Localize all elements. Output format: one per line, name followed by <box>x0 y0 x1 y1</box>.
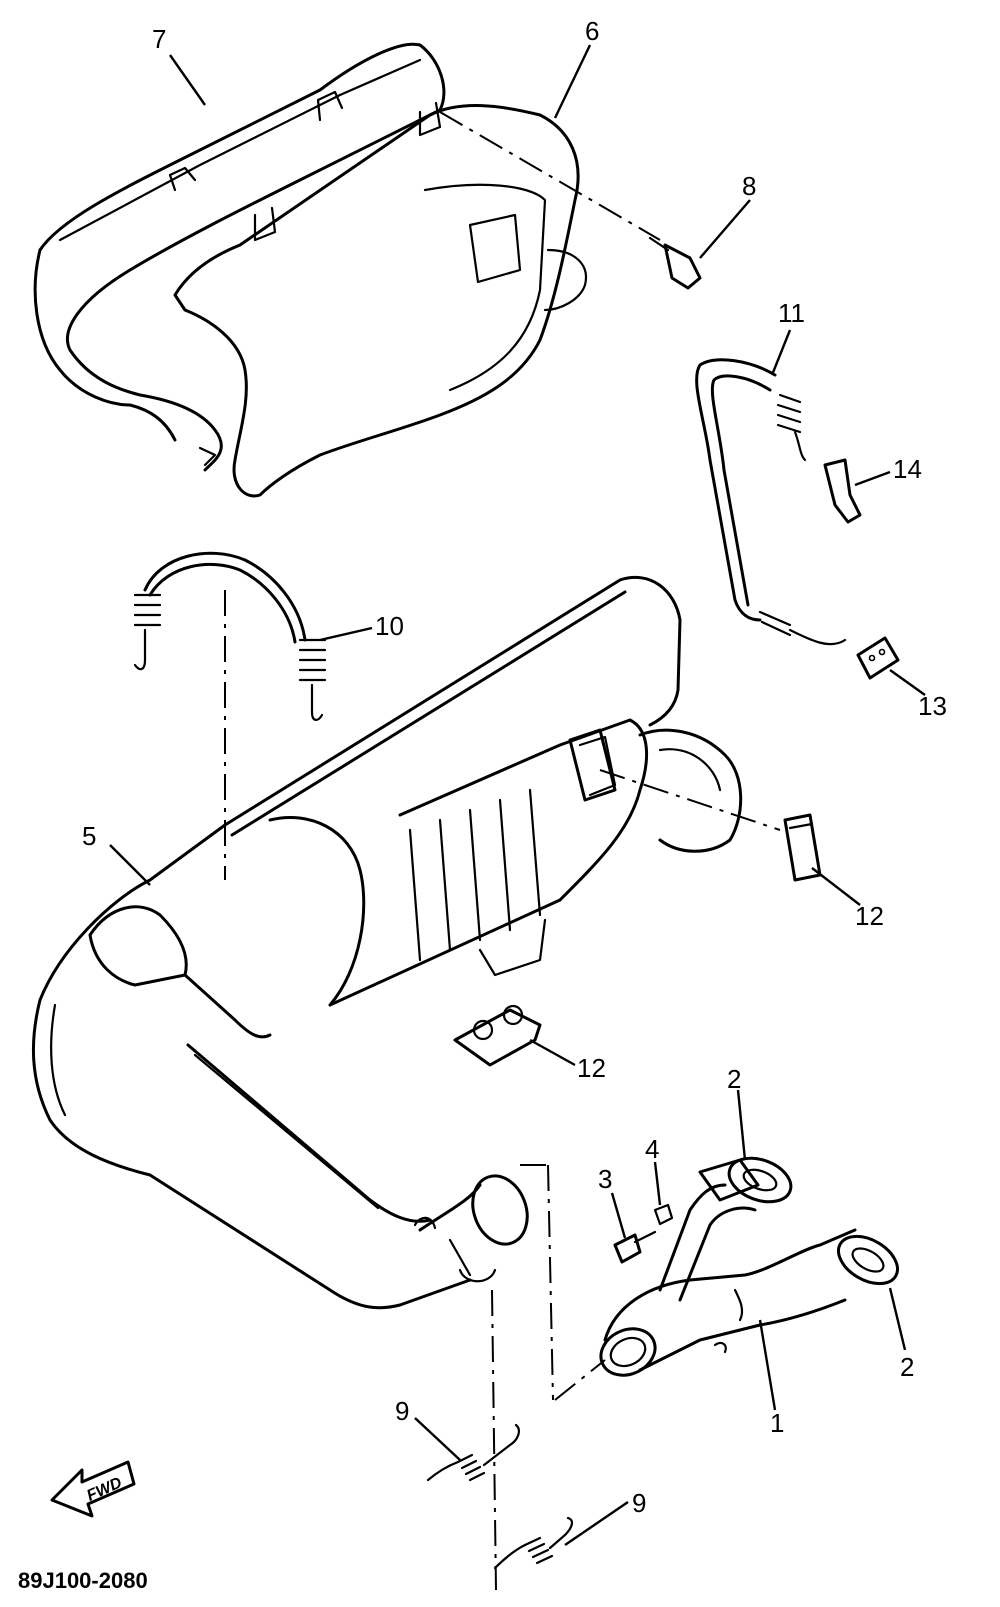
leader-lines <box>109 44 926 1546</box>
fwd-arrow-icon: FWD <box>50 1460 136 1518</box>
part-4-nut <box>653 1203 674 1226</box>
callout-9-lower: 9 <box>632 1488 646 1518</box>
connection-lines <box>491 1164 606 1591</box>
callout-10: 10 <box>375 611 404 641</box>
part-6-inner-protector <box>173 101 588 498</box>
part-14-bracket <box>823 458 862 524</box>
callout-14: 14 <box>893 454 922 484</box>
callout-8: 8 <box>742 171 756 201</box>
part-9-spring-upper <box>426 1423 520 1482</box>
callout-2-lower: 2 <box>900 1352 914 1382</box>
callout-6: 6 <box>585 16 599 46</box>
callout-1: 1 <box>770 1408 784 1438</box>
part-5-muffler <box>31 575 743 1310</box>
muffler-inlet <box>413 1174 529 1283</box>
part-9-spring-lower <box>493 1516 574 1570</box>
callout-13: 13 <box>918 691 947 721</box>
callout-4: 4 <box>645 1134 659 1164</box>
part-13-plate <box>856 636 900 680</box>
part-3-bolt <box>613 1230 657 1264</box>
part-7-outer-protector <box>33 42 446 472</box>
callout-5: 5 <box>82 821 96 851</box>
part-1-exhaust-pipe <box>599 1156 899 1377</box>
drawing-code: 89J100-2080 <box>18 1568 148 1593</box>
callout-11: 11 <box>778 298 805 328</box>
callout-numbers: 7 6 8 11 14 10 13 5 12 12 2 4 3 2 1 9 9 <box>82 16 947 1518</box>
callout-3: 3 <box>598 1164 612 1194</box>
part-8-bolt <box>439 111 702 290</box>
part-12-plate-upper <box>599 769 822 882</box>
part-11-spring-hook <box>695 358 847 646</box>
callout-12-upper: 12 <box>855 901 884 931</box>
callout-9-upper: 9 <box>395 1396 409 1426</box>
callout-2-upper: 2 <box>727 1064 741 1094</box>
part-12-plate-lower <box>453 1004 542 1067</box>
callout-7: 7 <box>152 24 166 54</box>
part-10-spring-hook <box>133 551 327 880</box>
callout-12-lower: 12 <box>577 1053 606 1083</box>
